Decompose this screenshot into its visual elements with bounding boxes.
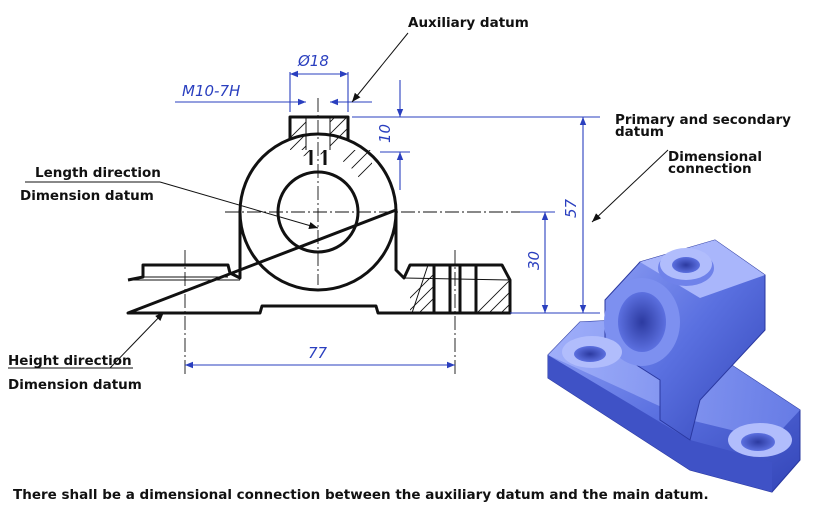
top-boss-outline: [288, 115, 350, 140]
primary-secondary-datum-label-line1: Primary and secondary: [615, 112, 791, 128]
caption-text: There shall be a dimensional connection …: [13, 487, 709, 503]
thread-dimension: M10-7H: [182, 82, 240, 100]
hole-spacing-dimension: 77: [308, 344, 328, 362]
front-view-drawing: [126, 98, 545, 375]
isometric-3d-model: [547, 239, 801, 493]
center-height-dimension: 30: [525, 251, 543, 270]
overall-height-dimension: 57: [562, 198, 580, 218]
dimensional-connection-label-line2: connection: [668, 161, 752, 177]
height-direction-label: Height direction: [8, 353, 132, 369]
dimension-lines: [175, 70, 600, 369]
bore-diameter-dimension: Ø18: [297, 52, 329, 70]
height-dimension-datum-label: Dimension datum: [8, 377, 142, 393]
leader-lines: [8, 32, 669, 369]
length-direction-label: Length direction: [35, 165, 161, 181]
length-dimension-datum-label: Dimension datum: [20, 188, 154, 204]
primary-secondary-datum-label-line2: datum: [615, 124, 664, 140]
auxiliary-datum-label: Auxiliary datum: [408, 15, 529, 31]
dimensional-connection-label-line1: Dimensional: [668, 149, 762, 165]
boss-height-dimension: 10: [376, 124, 394, 143]
